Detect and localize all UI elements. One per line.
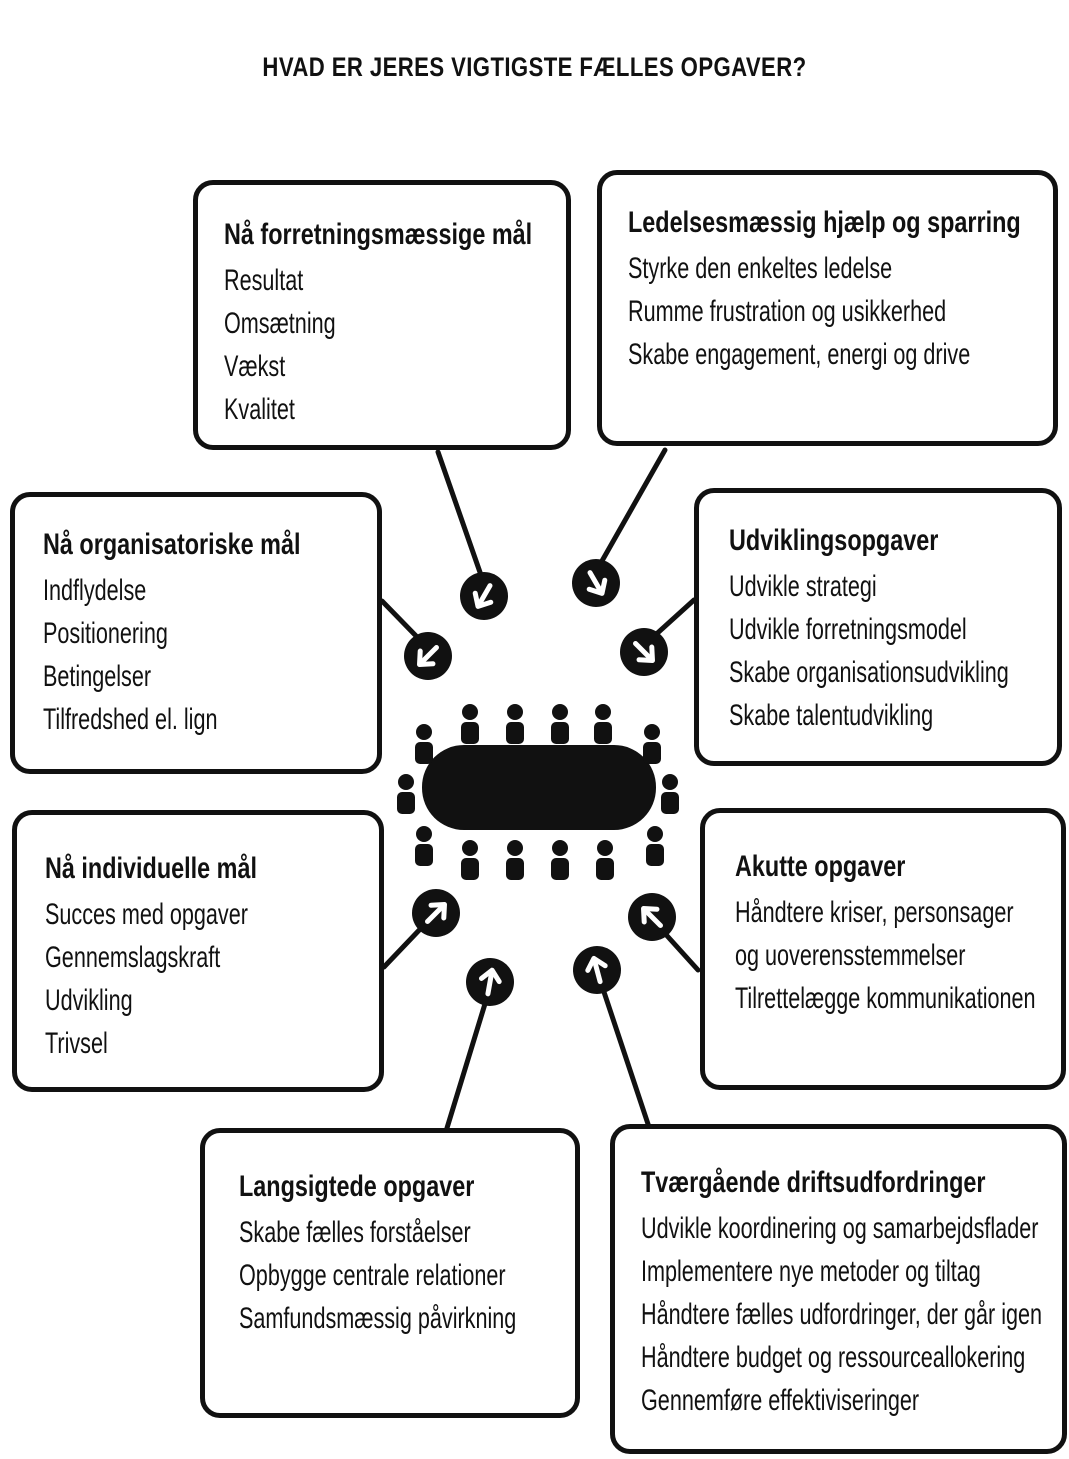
- list-item: Udvikle forretningsmodel: [729, 613, 967, 646]
- list-item: Gennemføre effektiviseringer: [641, 1384, 920, 1417]
- box-heading: Udviklingsopgaver: [729, 524, 939, 557]
- box-acute-tasks: Akutte opgaver Håndtere kriser, personsa…: [700, 808, 1066, 1090]
- person-icon: [661, 774, 679, 814]
- person-icon: [397, 774, 415, 814]
- meeting-table-icon: [397, 704, 679, 880]
- person-icon: [551, 704, 569, 744]
- box-long-term-tasks: Langsigtede opgaver Skabe fælles forståe…: [200, 1128, 580, 1418]
- box-heading: Akutte opgaver: [735, 850, 906, 883]
- arrow-circle-icon: [573, 946, 621, 994]
- list-item: Udvikle strategi: [729, 570, 877, 603]
- list-item: Skabe talentudvikling: [729, 699, 934, 732]
- connector-line: [379, 598, 423, 643]
- list-item: Positionering: [43, 617, 168, 650]
- list-item: Resultat: [224, 264, 304, 297]
- box-heading: Nå organisatoriske mål: [43, 528, 301, 561]
- connector-line: [444, 991, 491, 1131]
- list-item: Håndtere kriser, personsager: [735, 896, 1014, 929]
- person-icon: [506, 704, 524, 744]
- arrow-circle-icon: [460, 572, 508, 620]
- connector-line: [435, 449, 485, 581]
- list-item: Trivsel: [45, 1027, 108, 1060]
- list-item: Rumme frustration og usikkerhed: [628, 295, 947, 328]
- person-icon: [643, 724, 661, 764]
- person-icon: [461, 704, 479, 744]
- arrow-circle-icon: [412, 889, 460, 937]
- box-heading: Nå individuelle mål: [45, 852, 257, 885]
- box-heading: Tværgående driftsudfordringer: [641, 1166, 986, 1199]
- list-item: Styrke den enkeltes ledelse: [628, 252, 893, 285]
- list-item: Skabe fælles forståelser: [239, 1216, 471, 1249]
- person-icon: [551, 840, 569, 880]
- list-item: Skabe organisationsudvikling: [729, 656, 1009, 689]
- list-item: Vækst: [224, 350, 286, 383]
- list-item: Skabe engagement, energi og drive: [628, 338, 971, 371]
- list-item: Udvikle koordinering og samarbejdsflader: [641, 1212, 1039, 1245]
- list-item: Implementere nye metoder og tiltag: [641, 1255, 981, 1288]
- list-item: Succes med opgaver: [45, 898, 248, 931]
- arrow-circle-icon: [620, 628, 668, 676]
- list-item: Kvalitet: [224, 393, 295, 426]
- box-heading: Ledelsesmæssig hjælp og sparring: [628, 206, 1021, 239]
- list-item: Håndtere fælles udfordringer, der går ig…: [641, 1298, 1043, 1331]
- list-item: Tilfredshed el. lign: [43, 703, 218, 736]
- person-icon: [415, 826, 433, 866]
- arrow-circle-icon: [572, 559, 620, 607]
- list-item: Håndtere budget og ressourceallokering: [641, 1341, 1026, 1374]
- box-heading: Nå forretningsmæssige mål: [224, 218, 533, 251]
- list-item: Betingelser: [43, 660, 152, 693]
- list-item: Samfundsmæssig påvirkning: [239, 1302, 517, 1335]
- arrow-circle-icon: [466, 958, 514, 1006]
- list-item: Gennemslagskraft: [45, 941, 221, 974]
- connector-line: [595, 447, 668, 571]
- box-development-tasks: Udviklingsopgaver Udvikle strategi Udvik…: [694, 488, 1062, 766]
- list-item: Udvikling: [45, 984, 133, 1017]
- box-leadership-support: Ledelsesmæssig hjælp og sparring Styrke …: [597, 170, 1058, 446]
- arrow-circle-icon: [628, 893, 676, 941]
- connector-line: [599, 983, 653, 1133]
- connector-line: [649, 597, 697, 641]
- list-item: og uoverensstemmelser: [735, 939, 966, 972]
- person-icon: [415, 724, 433, 764]
- list-item: Omsætning: [224, 307, 336, 340]
- box-heading: Langsigtede opgaver: [239, 1170, 475, 1203]
- list-item: Indflydelse: [43, 574, 147, 607]
- person-icon: [596, 840, 614, 880]
- person-icon: [461, 840, 479, 880]
- box-organisational-goals: Nå organisatoriske mål Indflydelse Posit…: [10, 492, 382, 774]
- diagram-title: HVAD ER JERES VIGTIGSTE FÆLLES OPGAVER?: [262, 52, 807, 82]
- person-icon: [506, 840, 524, 880]
- box-business-goals: Nå forretningsmæssige mål Resultat Omsæt…: [193, 180, 571, 450]
- box-individual-goals: Nå individuelle mål Succes med opgaver G…: [12, 810, 384, 1092]
- arrow-circle-icon: [404, 632, 452, 680]
- box-cross-operational-challenges: Tværgående driftsudfordringer Udvikle ko…: [610, 1124, 1067, 1454]
- list-item: Tilrettelægge kommunikationen: [735, 982, 1036, 1015]
- connector-line: [381, 921, 428, 970]
- person-icon: [594, 704, 612, 744]
- person-icon: [646, 826, 664, 866]
- list-item: Opbygge centrale relationer: [239, 1259, 506, 1292]
